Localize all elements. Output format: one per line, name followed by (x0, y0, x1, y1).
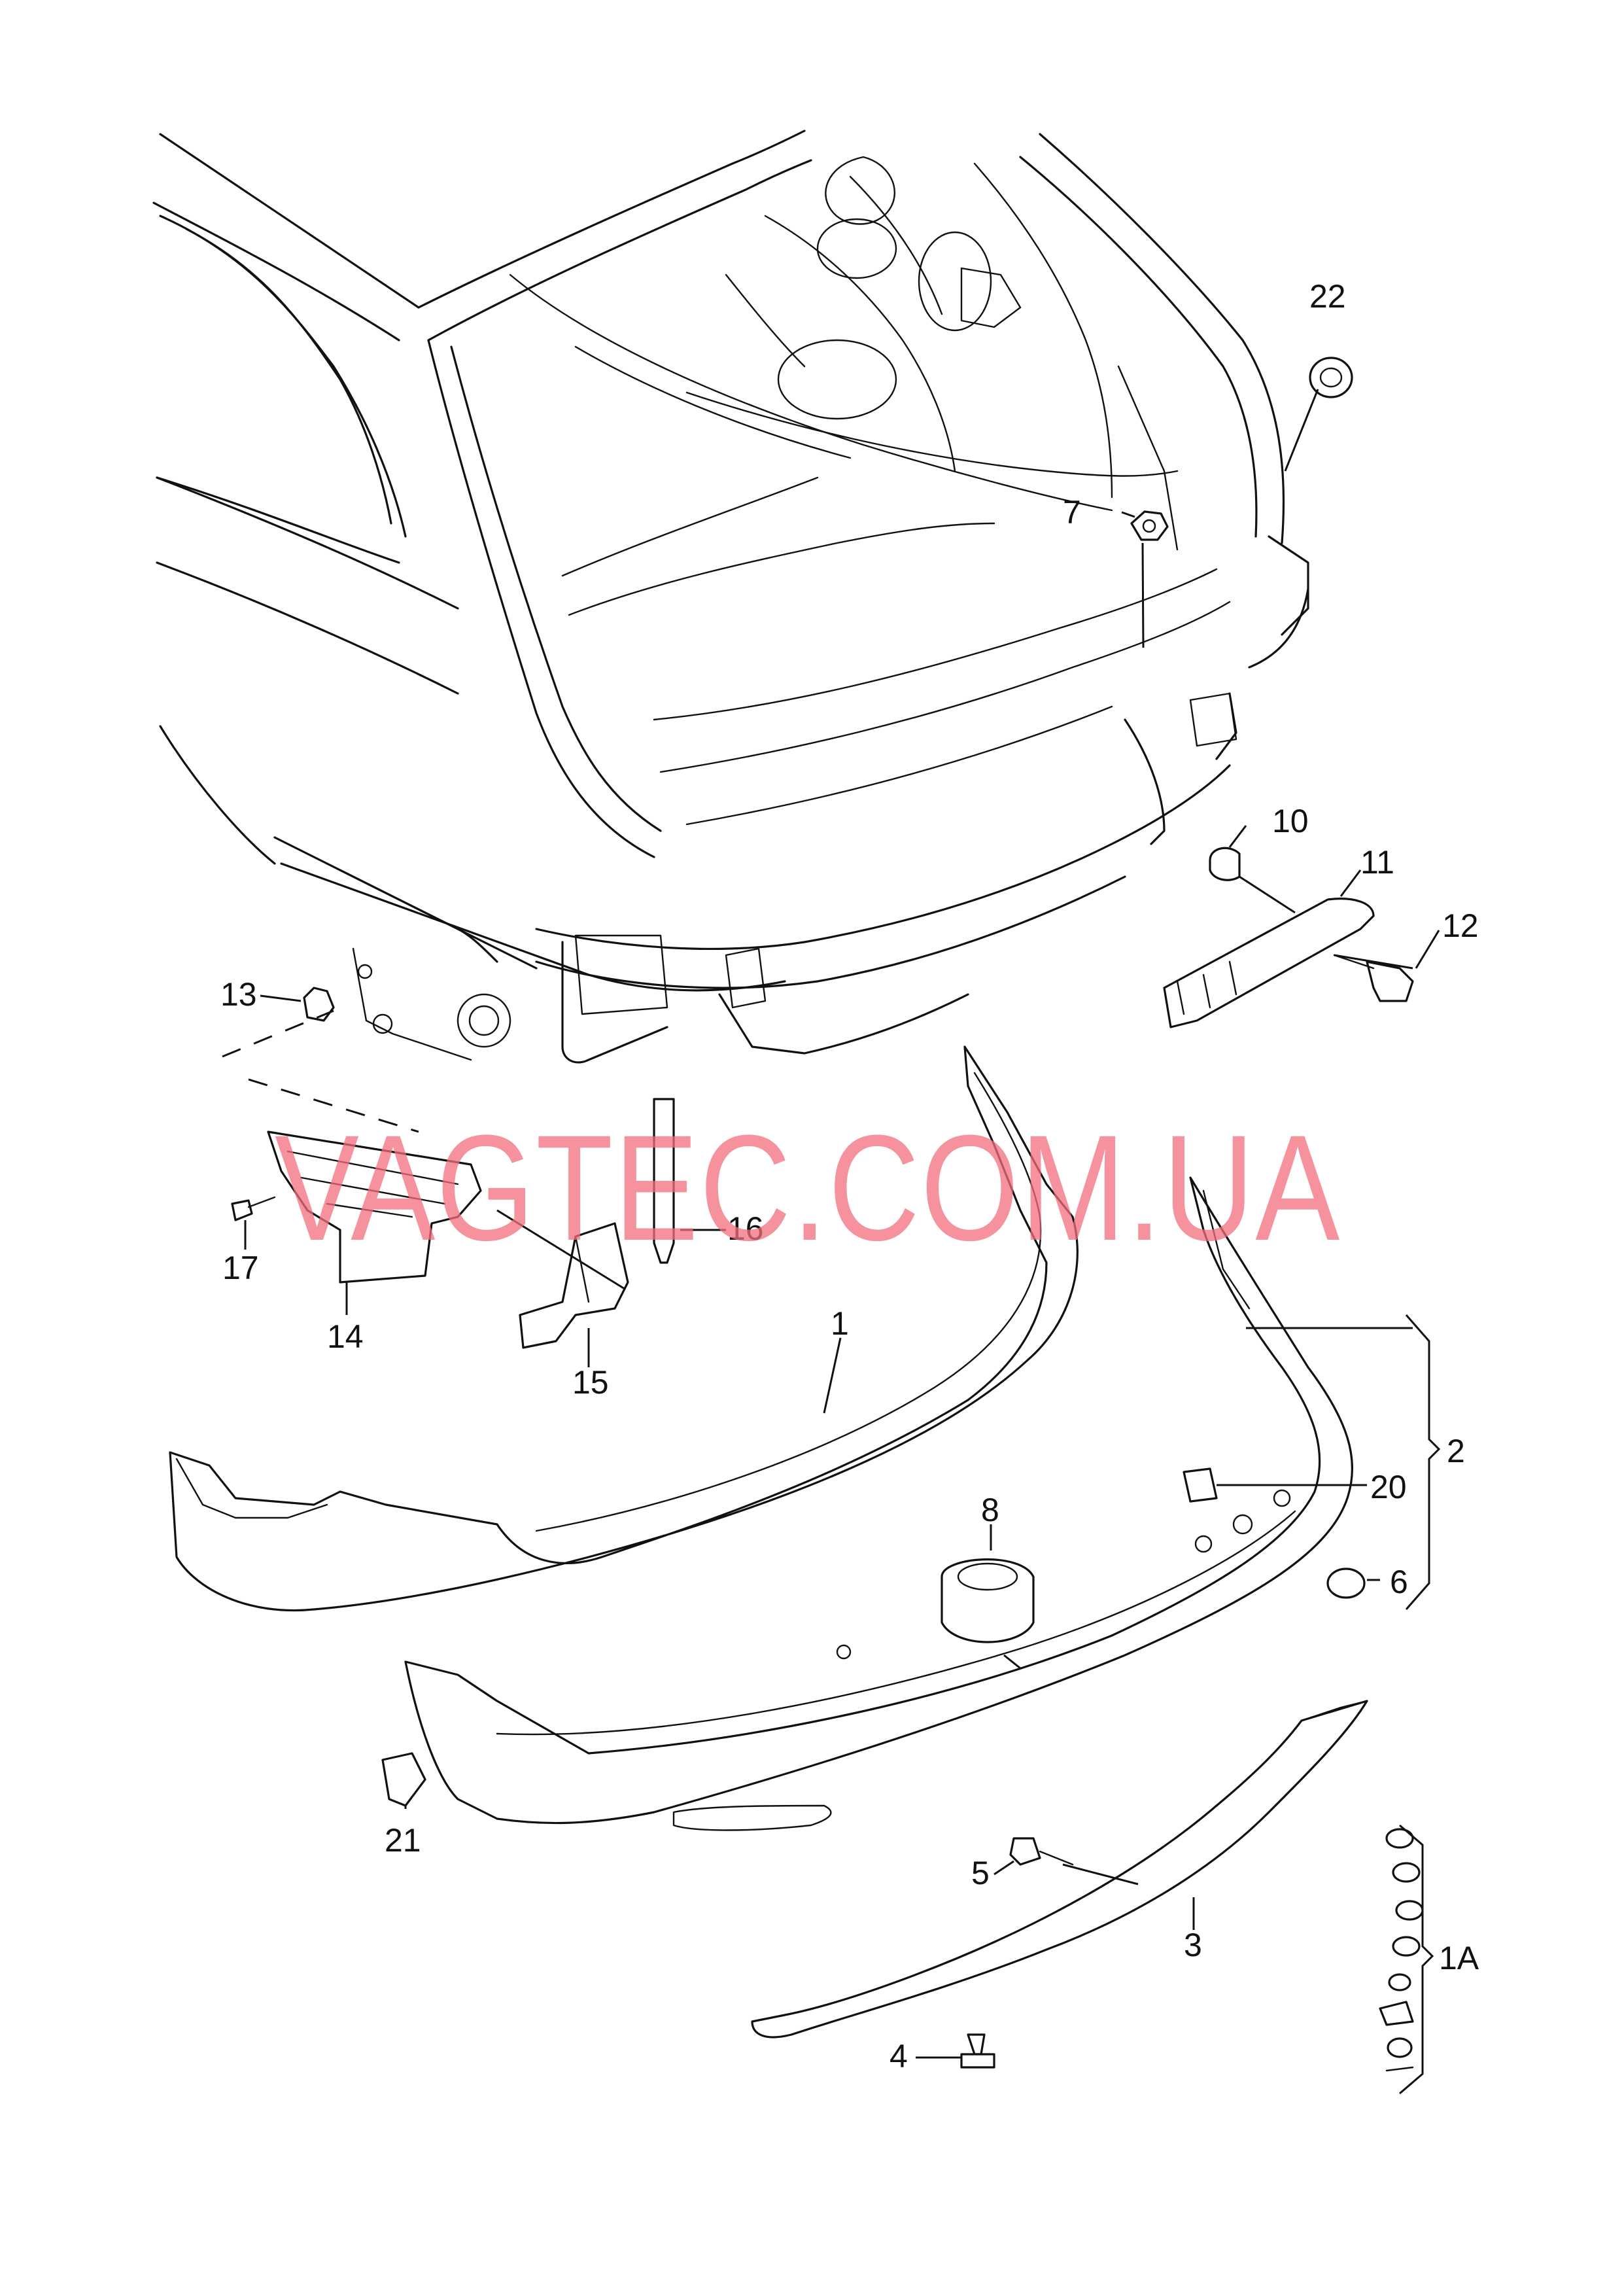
nut-part-7 (1130, 510, 1169, 541)
callout-21: 21 (385, 1822, 421, 1859)
bumper-cover-part-1 (169, 1045, 1079, 1612)
fastener-kit-part-1a (1379, 1828, 1424, 2072)
cap-part-6 (1326, 1568, 1366, 1599)
bracket-part-11 (1163, 898, 1375, 1028)
callout-16: 16 (727, 1210, 764, 1247)
callout-13: 13 (220, 976, 257, 1013)
screw-part-12 (1333, 954, 1414, 1002)
callout-22: 22 (1309, 278, 1346, 315)
callout-11: 11 (1360, 844, 1394, 881)
side-guide-part-14 (267, 1130, 482, 1284)
screw-part-17 (231, 1196, 276, 1221)
callout-5: 5 (971, 1855, 990, 1891)
clip-part-21 (381, 1752, 426, 1807)
leader-lines (222, 389, 1441, 2095)
callout-20: 20 (1370, 1469, 1407, 1505)
mount-part-15 (519, 1222, 629, 1349)
bumper-lower-part-2 (404, 1176, 1354, 1831)
diffuser-part-3 (751, 1700, 1368, 2039)
nut-clip-part-20 (1183, 1467, 1218, 1503)
holder-part-8 (941, 1558, 1035, 1643)
callout-4: 4 (890, 2038, 908, 2075)
grommet-part-22 (1309, 357, 1353, 398)
screw-part-4 (960, 2033, 995, 2069)
callout-8: 8 (981, 1492, 999, 1528)
callout-6: 6 (1390, 1564, 1408, 1600)
callout-17: 17 (222, 1250, 259, 1286)
callout-15: 15 (572, 1364, 609, 1401)
callout-14: 14 (327, 1318, 364, 1355)
clip-part-13 (303, 987, 335, 1022)
callout-12: 12 (1442, 907, 1479, 944)
watermark-text: VAGTEC.COM.UA (275, 1104, 1341, 1272)
callout-7: 7 (1063, 494, 1081, 531)
callout-10: 10 (1272, 803, 1309, 839)
car-body (152, 130, 1309, 1064)
callout-1a: 1A (1439, 1940, 1479, 1976)
callout-3: 3 (1184, 1927, 1202, 1963)
callout-2: 2 (1447, 1433, 1465, 1469)
callout-labels: 22 7 10 11 12 13 16 17 14 15 1 2 8 20 6 … (220, 278, 1479, 2075)
clip-part-10 (1209, 847, 1241, 881)
pin-part-16 (653, 1098, 675, 1264)
callout-1: 1 (831, 1305, 849, 1342)
bolt-part-5 (1009, 1837, 1074, 1866)
